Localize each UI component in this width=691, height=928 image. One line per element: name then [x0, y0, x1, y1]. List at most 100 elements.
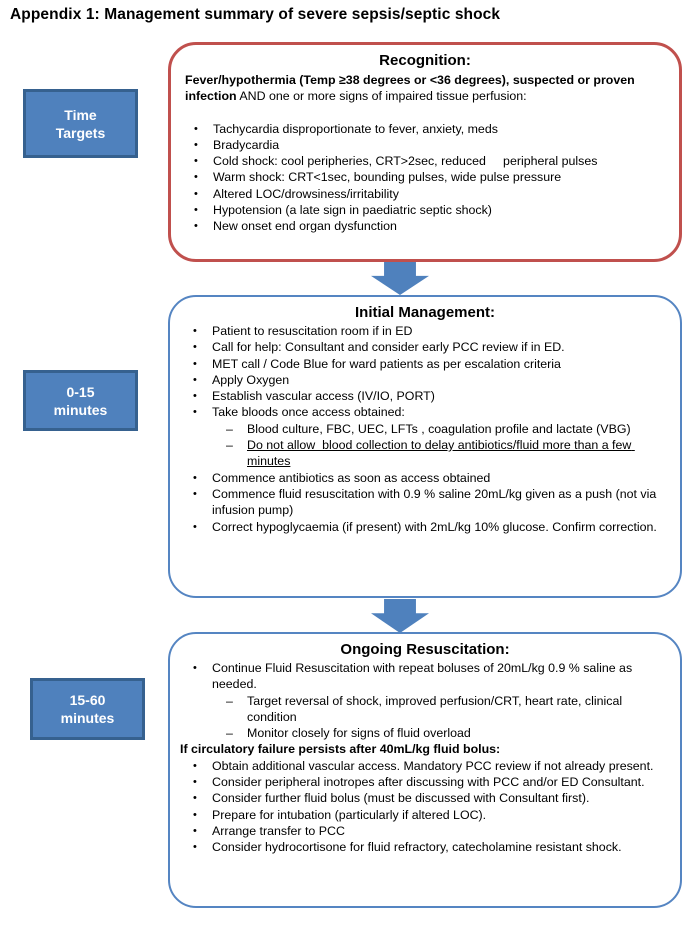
bullet-item: •Altered LOC/drowsiness/irritability — [194, 186, 663, 202]
initial-management-content: •Patient to resuscitation room if in ED•… — [170, 323, 680, 535]
bullet-icon: • — [193, 341, 197, 354]
bullet-item: • New onset end organ dysfunction — [194, 218, 663, 234]
bullet-item: • Consider further fluid bolus (must be d… — [193, 790, 664, 806]
bullet-icon: • — [193, 792, 197, 805]
bullet-item: • Commence fluid resuscitation with 0.9 %… — [193, 486, 664, 519]
recognition-intro-bold: Fever/hypothermia (Temp ≥38 degrees or <… — [185, 73, 635, 104]
item-text: Do not allow blood collection to delay a… — [247, 438, 635, 469]
ongoing-resuscitation-list: • Continue Fluid Resuscitation with repea… — [180, 660, 664, 856]
item-text: Cold shock: cool peripheries, CRT>2sec, … — [213, 154, 598, 169]
bullet-icon: • — [194, 220, 198, 233]
bullet-item: •Commence antibiotics as soon as access … — [193, 470, 664, 486]
recognition-content: Fever/hypothermia (Temp ≥38 degrees or <… — [171, 72, 679, 235]
bullet-icon: • — [193, 824, 197, 837]
item-text: Correct hypoglycaemia (if present) with … — [212, 519, 657, 534]
time-15-60-box: 15-60 minutes — [30, 678, 145, 740]
recognition-intro-rest: AND one or more signs of impaired tissue… — [236, 89, 527, 104]
time-15-60-label-line2: minutes — [60, 710, 115, 726]
bullet-icon: • — [194, 204, 198, 217]
down-arrow-icon — [371, 599, 429, 633]
recognition-heading: Recognition: — [379, 52, 471, 69]
bullet-icon: • — [194, 138, 198, 151]
recognition-list: • Tachycardia disproportionate to fever, … — [185, 121, 663, 235]
dash-icon: – — [226, 438, 233, 453]
item-text: Consider hydrocortisone for fluid refrac… — [212, 840, 622, 855]
bullet-icon: • — [194, 171, 198, 184]
item-text: Tachycardia disproportionate to fever, a… — [213, 121, 498, 136]
bullet-icon: • — [193, 520, 197, 533]
item-text: Consider further fluid bolus (must be di… — [212, 791, 590, 806]
bullet-item: • Patient to resuscitation room if in ED — [193, 323, 664, 339]
item-text: Consider peripheral inotropes after disc… — [212, 775, 645, 790]
time-targets-label-line2: Targets — [55, 124, 106, 141]
bullet-item: • Hypotension (a late sign in paediatric … — [194, 202, 663, 218]
bullet-item: • Warm shock: CRT<1sec, bounding pulses, … — [194, 169, 663, 185]
item-text: Warm shock: CRT<1sec, bounding pulses, w… — [213, 170, 562, 185]
bullet-item: • Arrange transfer to PCC — [193, 823, 664, 839]
bold-subheading: If circulatory failure persists after 40… — [180, 741, 664, 757]
bullet-icon: • — [194, 155, 198, 168]
bullet-item: • Establish vascular access (IV/IO, PORT) — [193, 388, 664, 404]
dash-icon: – — [226, 421, 233, 436]
bullet-icon: • — [193, 357, 197, 370]
time-0-15-box: 0-15 minutes — [23, 370, 138, 431]
bullet-icon: • — [193, 841, 197, 854]
bullet-item: • Cold shock: cool peripheries, CRT>2sec,… — [194, 153, 663, 169]
page-title: Appendix 1: Management summary of severe… — [10, 6, 501, 23]
time-0-15-label-line2: minutes — [53, 401, 108, 418]
bullet-item: •Consider peripheral inotropes after dis… — [193, 774, 664, 790]
item-text: Patient to resuscitation room if in ED — [212, 324, 413, 338]
dash-item: –Blood culture, FBC, UEC, LFTs , coagula… — [226, 421, 664, 437]
dash-item: –Do not allow blood collection to delay … — [226, 437, 664, 470]
ongoing-resuscitation-heading: Ongoing Resuscitation: — [340, 641, 510, 658]
bullet-icon: • — [193, 487, 197, 500]
bullet-icon: • — [193, 390, 197, 403]
bullet-item: • Continue Fluid Resuscitation with repea… — [193, 660, 664, 693]
down-arrow-icon — [371, 262, 429, 295]
item-text: Hypotension (a late sign in paediatric s… — [213, 203, 492, 218]
item-text: Obtain additional vascular access. Manda… — [212, 758, 654, 773]
recognition-box: Recognition: Fever/hypothermia (Temp ≥38… — [168, 42, 682, 262]
dash-icon: – — [226, 726, 233, 741]
bullet-item: • Correct hypoglycaemia (if present) with… — [193, 519, 664, 535]
time-targets-box: Time Targets — [23, 89, 138, 158]
item-text: Blood culture, FBC, UEC, LFTs , coagulat… — [247, 421, 631, 436]
bullet-icon: • — [193, 373, 197, 386]
time-0-15-label-line1: 0-15 — [66, 383, 95, 400]
item-text: New onset end organ dysfunction — [213, 219, 397, 234]
initial-management-heading: Initial Management: — [354, 304, 496, 321]
bullet-item: • Prepare for intubation (particularly if… — [193, 807, 664, 823]
initial-management-box: Initial Management: • Patient to resuscit… — [168, 295, 682, 598]
item-text: MET call / Code Blue for ward patients a… — [212, 356, 561, 371]
bullet-icon: • — [193, 406, 197, 419]
bullet-item: •Apply Oxygen — [193, 372, 664, 388]
item-text: Establish vascular access (IV/IO, PORT) — [212, 389, 435, 404]
dash-item: –Monitor closely for signs of fluid over… — [226, 725, 664, 741]
bullet-icon: • — [193, 325, 197, 337]
item-text: Call for help: Consultant and consider e… — [212, 340, 565, 355]
item-text: If circulatory failure persists after 40… — [180, 742, 501, 757]
bullet-item: • Bradycardia — [194, 137, 663, 153]
bullet-item: • Take bloods once access obtained: — [193, 404, 664, 420]
bullet-icon: • — [194, 122, 198, 135]
item-text: Take bloods once access obtained: — [212, 405, 405, 420]
bullet-item: • Obtain additional vascular access. Mand… — [193, 758, 664, 774]
bullet-icon: • — [193, 808, 197, 821]
item-text: Commence fluid resuscitation with 0.9 % … — [212, 486, 660, 518]
time-targets-label-line1: Time — [64, 106, 97, 123]
bullet-icon: • — [194, 187, 198, 200]
item-text: Arrange transfer to PCC — [212, 823, 345, 838]
ongoing-resuscitation-box: Ongoing Resuscitation: • Continue Fluid R… — [168, 632, 682, 908]
dash-icon: – — [226, 693, 233, 708]
item-text: Continue Fluid Resuscitation with repeat… — [212, 661, 636, 692]
item-text: Target reversal of shock, improved perfu… — [247, 693, 626, 724]
bullet-icon: • — [193, 662, 197, 674]
bullet-icon: • — [193, 471, 197, 484]
bullet-icon: • — [193, 759, 197, 772]
bullet-item: • Consider hydrocortisone for fluid refra… — [193, 839, 664, 855]
item-text: Prepare for intubation (particularly if … — [212, 807, 487, 822]
bullet-item: • Call for help: Consultant and consider … — [193, 339, 664, 355]
item-text: Bradycardia — [213, 137, 280, 152]
recognition-intro: Fever/hypothermia (Temp ≥38 degrees or <… — [185, 72, 663, 105]
